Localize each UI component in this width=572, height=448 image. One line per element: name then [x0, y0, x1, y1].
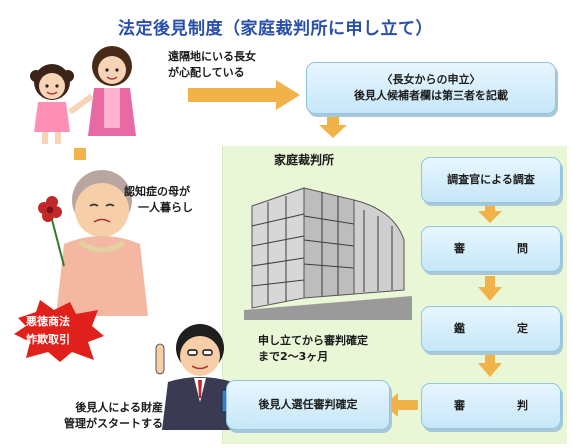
- outcome-note: 後見人による財産 管理がスタートする: [64, 400, 163, 432]
- step-investigation: 調査官による調査: [421, 157, 561, 203]
- girl-figure: [30, 64, 74, 144]
- arrow-to-petition: [188, 80, 300, 110]
- timeline-line1: 申し立てから審判確定: [258, 334, 368, 347]
- mother-note-line1: 認知症の母が: [124, 185, 190, 198]
- step-appraisal: 鑑 定: [421, 306, 561, 352]
- petition-box: 〈長女からの申立〉 後見人候補者欄は第三者を記載: [306, 62, 556, 114]
- daughter-note: 遠隔地にいる長女 が心配している: [168, 49, 256, 81]
- arrow-petition-to-court: [319, 112, 347, 138]
- timeline-note: 申し立てから審判確定 まで2〜3ヶ月: [258, 333, 368, 365]
- step-hearing: 審 問: [421, 226, 561, 272]
- guardian-appointment-label: 後見人選任審判確定: [258, 397, 358, 411]
- woman-figure: [68, 46, 136, 136]
- step-hearing-char1: 審: [454, 241, 465, 255]
- guardian-illustration: [155, 324, 239, 430]
- step-appraisal-char2: 定: [517, 321, 528, 335]
- timeline-line2: まで2〜3ヶ月: [258, 349, 329, 363]
- arrow-step3-step4: [478, 352, 502, 377]
- mother-note-line2: 一人暮らし: [138, 200, 193, 214]
- step-judgment: 審 判: [421, 383, 561, 429]
- outcome-line1: 後見人による財産: [75, 401, 163, 414]
- scam-badge-text: 悪徳商法 詐欺取引: [26, 313, 70, 348]
- step-investigation-label: 調査官による調査: [447, 172, 535, 186]
- step-hearing-char2: 問: [517, 241, 528, 255]
- arrow-step2-step3: [478, 276, 502, 301]
- step-judgment-char2: 判: [517, 398, 528, 412]
- petition-line2: 後見人候補者欄は第三者を記載: [354, 89, 508, 102]
- guardian-appointment-box: 後見人選任審判確定: [226, 380, 390, 430]
- daughter-illustration: [30, 46, 136, 144]
- arrow-step1-step2: [478, 202, 502, 223]
- arrow-judgment-to-decision: [384, 393, 418, 417]
- arrow-daughter-mother: [74, 148, 86, 160]
- step-appraisal-char1: 鑑: [454, 321, 465, 335]
- diagram-title: 法定後見制度（家庭裁判所に申し立て）: [118, 19, 433, 39]
- flower-icon: [38, 196, 65, 267]
- mother-note: 認知症の母が 一人暮らし: [124, 184, 193, 216]
- scam-badge-line1: 悪徳商法: [26, 315, 70, 328]
- daughter-note-line1: 遠隔地にいる長女: [168, 50, 256, 63]
- daughter-note-line2: が心配している: [168, 65, 245, 79]
- mother-illustration: [38, 170, 148, 316]
- scam-badge: [14, 300, 104, 362]
- raised-finger-icon: [155, 343, 165, 375]
- step-judgment-char1: 審: [454, 398, 465, 412]
- petition-line1: 〈長女からの申立〉: [381, 72, 481, 86]
- court-label: 家庭裁判所: [274, 153, 335, 167]
- scam-badge-line2: 詐欺取引: [26, 332, 70, 346]
- court-building-icon: [244, 187, 412, 320]
- outcome-line2: 管理がスタートする: [64, 416, 163, 430]
